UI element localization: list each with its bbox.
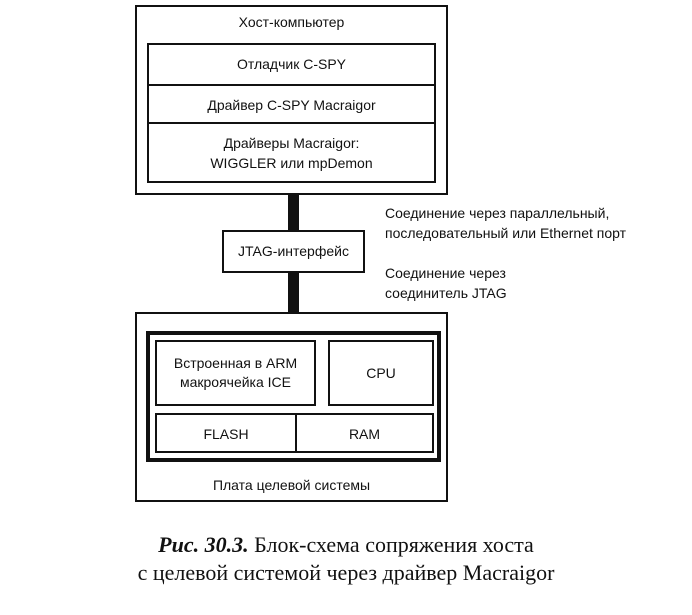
figure-caption-text1: Блок-схема сопряжения хоста bbox=[254, 532, 534, 557]
jtag-interface-label: JTAG-интерфейс bbox=[238, 243, 349, 259]
host-bottom-rail bbox=[147, 181, 436, 183]
figure-caption-line1: Рис. 30.3. Блок-схема сопряжения хоста bbox=[0, 532, 692, 558]
jtag-connector-note-line1: Соединение через bbox=[385, 265, 506, 281]
ice-macrocell-line2: макроячейка ICE bbox=[179, 374, 292, 390]
host-separator-1 bbox=[147, 43, 436, 45]
cpu-box bbox=[328, 340, 434, 406]
jtag-interface-box bbox=[222, 230, 365, 273]
memory-divider bbox=[295, 413, 297, 453]
host-computer-title: Хост-компьютер bbox=[238, 14, 345, 30]
cspy-driver-label: Драйвер C-SPY Macraigor bbox=[207, 97, 376, 113]
memory-box bbox=[155, 413, 434, 453]
parallel-connection-note-line2: последовательный или Ethernet порт bbox=[385, 225, 627, 241]
figure-caption-line2: с целевой системой через драйвер Macraig… bbox=[137, 560, 555, 585]
cpu-label: CPU bbox=[366, 365, 396, 381]
jtag-to-target-cable bbox=[288, 273, 299, 312]
host-to-jtag-cable bbox=[288, 195, 299, 230]
ice-macrocell-line1: Встроенная в ARM bbox=[173, 355, 298, 371]
ram-label: RAM bbox=[348, 426, 381, 442]
host-separator-2 bbox=[147, 84, 436, 86]
macraigor-drivers-line2: WIGGLER или mpDemon bbox=[210, 155, 373, 171]
host-separator-3 bbox=[147, 122, 436, 124]
host-computer-box bbox=[135, 5, 448, 195]
flash-label: FLASH bbox=[203, 426, 249, 442]
parallel-connection-note-line1: Соединение через параллельный, bbox=[385, 205, 610, 221]
host-left-rail bbox=[147, 43, 149, 183]
figure-number: Рис. 30.3. bbox=[158, 532, 249, 557]
jtag-connector-note-line2: соединитель JTAG bbox=[385, 285, 507, 301]
ice-macrocell-box bbox=[155, 340, 316, 406]
host-right-rail bbox=[434, 43, 436, 183]
target-board-title: Плата целевой системы bbox=[212, 477, 371, 493]
cspy-debugger-label: Отладчик C-SPY bbox=[236, 56, 347, 72]
macraigor-drivers-line1: Драйверы Macraigor: bbox=[223, 135, 360, 151]
